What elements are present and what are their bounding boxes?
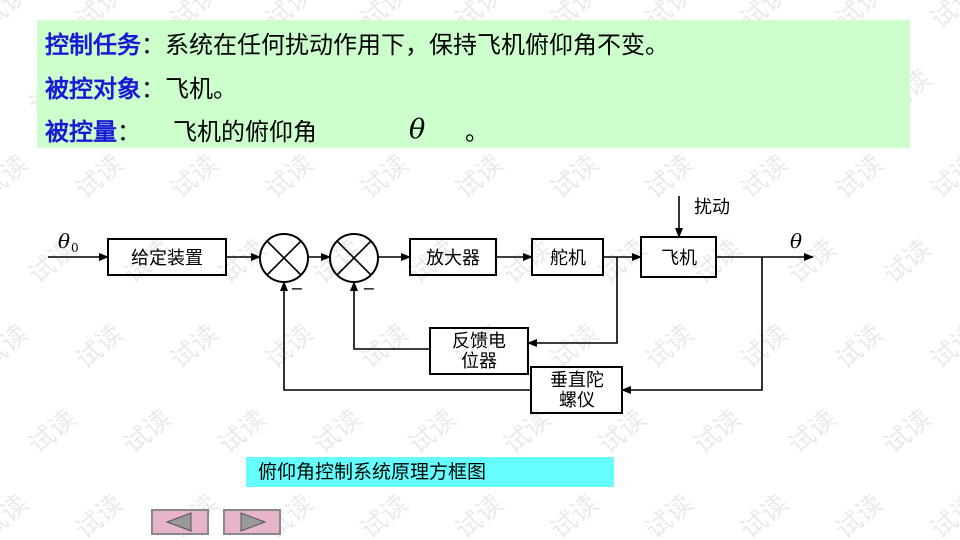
prev-slide-button[interactable] bbox=[151, 509, 209, 535]
sum2-junction bbox=[329, 233, 379, 283]
gyro-feedback-line bbox=[280, 281, 531, 391]
pot-label-line2: 位器 bbox=[461, 351, 497, 372]
plane-block bbox=[640, 236, 717, 278]
next-slide-button[interactable] bbox=[223, 509, 281, 535]
variable-row: 被控量： 飞机的俯仰角 θ 。 bbox=[45, 114, 545, 150]
gyro-block bbox=[530, 366, 623, 414]
pot-feedback-line bbox=[350, 281, 430, 350]
left-arrow-icon bbox=[165, 512, 192, 532]
input-symbol: θ bbox=[58, 229, 70, 253]
task-text: 系统在任何扰动作用下，保持飞机俯仰角不变。 bbox=[165, 31, 669, 59]
servo-block bbox=[531, 238, 604, 276]
task-row: 控制任务：系统在任何扰动作用下，保持飞机俯仰角不变。 bbox=[45, 27, 669, 63]
diagram-caption: 俯仰角控制系统原理方框图 bbox=[246, 457, 614, 487]
amplifier-label: 放大器 bbox=[426, 248, 480, 269]
gyro-input-line bbox=[621, 257, 763, 394]
variable-colon: ： bbox=[117, 118, 141, 146]
right-arrow-icon bbox=[240, 512, 267, 532]
minus-sign-1: − bbox=[290, 279, 303, 298]
variable-label: 被控量 bbox=[45, 117, 117, 146]
gyro-label-line1: 垂直陀 bbox=[550, 370, 604, 391]
task-label: 控制任务 bbox=[45, 30, 141, 59]
variable-symbol: θ bbox=[409, 114, 426, 145]
variable-end: 。 bbox=[465, 118, 489, 146]
pot-label-line1: 反馈电 bbox=[452, 331, 506, 352]
amplifier-block bbox=[409, 238, 497, 276]
input-subscript: 0 bbox=[71, 241, 79, 255]
output-symbol: θ bbox=[790, 229, 802, 253]
gyro-label-line2: 螺仪 bbox=[559, 390, 595, 411]
servo-label: 舵机 bbox=[550, 248, 586, 269]
pot-input-line bbox=[527, 257, 618, 347]
sum1-junction bbox=[259, 233, 309, 283]
disturbance-label: 扰动 bbox=[694, 197, 730, 218]
variable-text: 飞机的俯仰角 bbox=[173, 118, 317, 146]
setter-label: 给定装置 bbox=[131, 248, 203, 269]
object-row: 被控对象：飞机。 bbox=[45, 71, 237, 107]
task-colon: ： bbox=[141, 31, 165, 59]
feedback-pot-block bbox=[429, 327, 529, 375]
plane-label: 飞机 bbox=[661, 248, 697, 269]
info-box: 控制任务：系统在任何扰动作用下，保持飞机俯仰角不变。 被控对象：飞机。 被控量：… bbox=[37, 20, 910, 148]
object-text: 飞机。 bbox=[165, 75, 237, 103]
object-colon: ： bbox=[141, 75, 165, 103]
setter-block bbox=[107, 238, 227, 276]
object-label: 被控对象 bbox=[45, 74, 141, 103]
minus-sign-2: − bbox=[362, 279, 375, 298]
